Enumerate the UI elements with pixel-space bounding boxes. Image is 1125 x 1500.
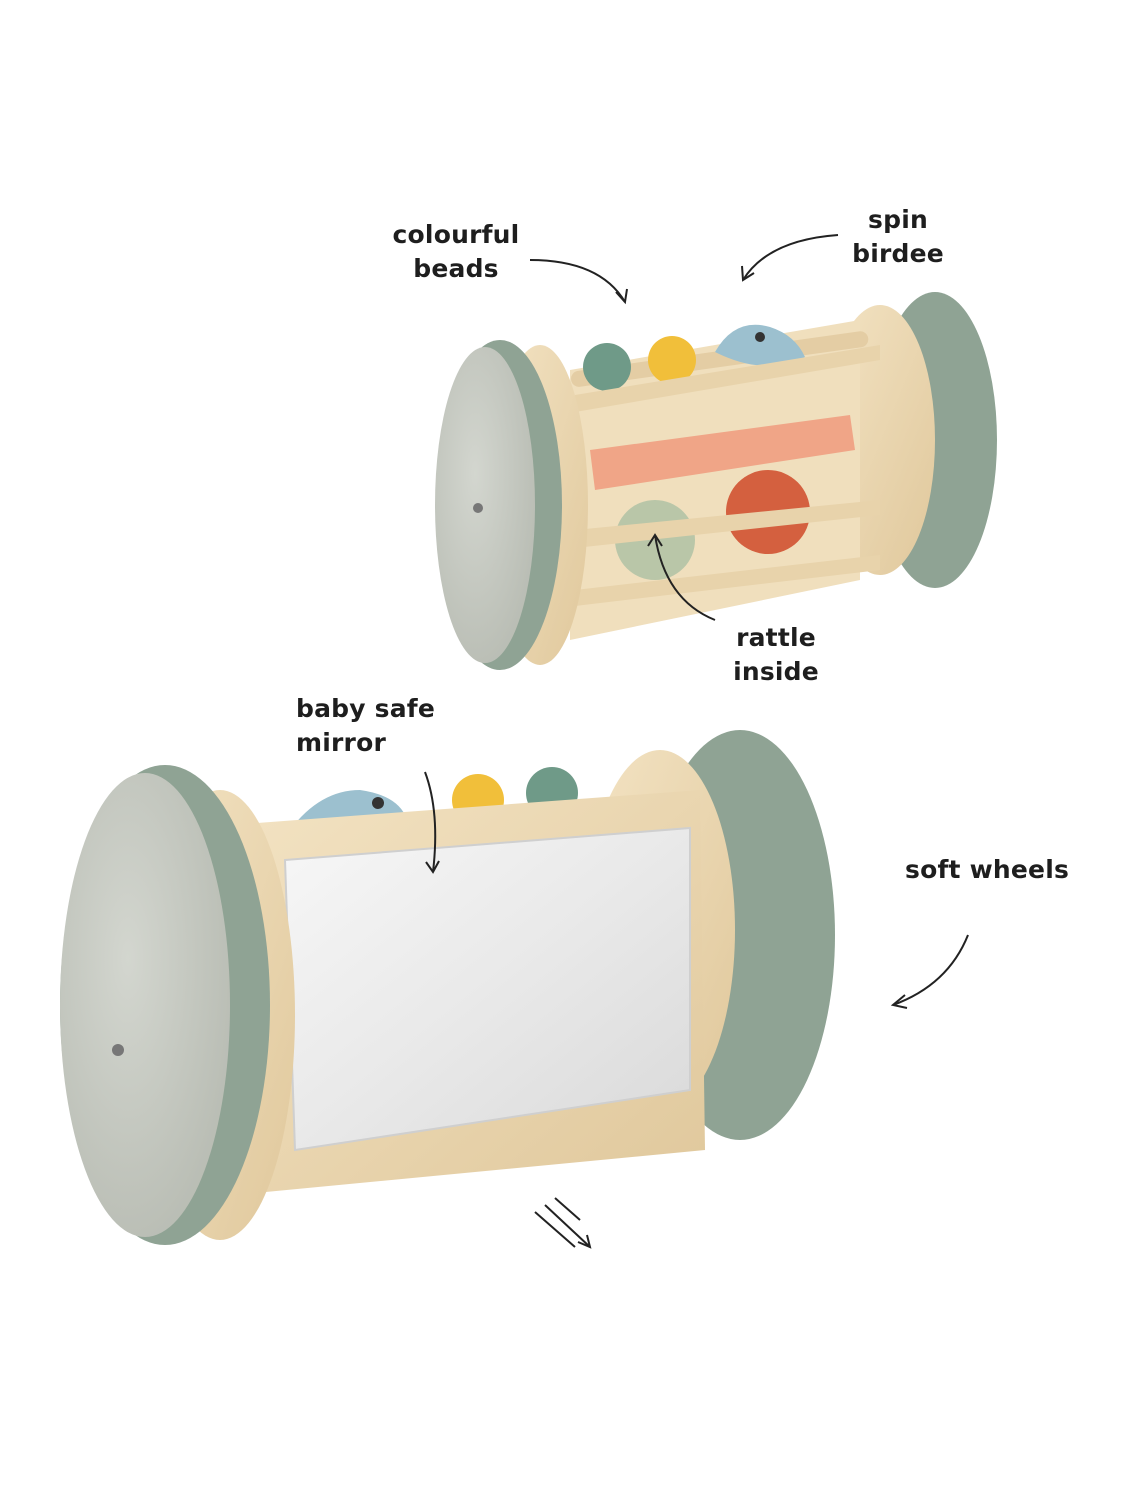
top-rattle-roller bbox=[435, 292, 997, 670]
label-line: birdee bbox=[852, 239, 944, 268]
arrow-baby-safe-mirror bbox=[424, 771, 437, 873]
label-line: mirror bbox=[296, 728, 386, 757]
bottom-mirror-roller bbox=[60, 730, 835, 1245]
label-line: spin bbox=[868, 205, 928, 234]
label-rattle-inside: rattle inside bbox=[728, 621, 824, 689]
arrow-colourful-beads bbox=[529, 259, 626, 303]
arrow-rattle-inside bbox=[654, 534, 716, 621]
bead-yellow bbox=[648, 336, 696, 384]
bead-green bbox=[583, 343, 631, 391]
arrow-spin-birdee bbox=[742, 234, 839, 281]
label-colourful-beads: colourful beads bbox=[392, 218, 520, 286]
annotation-arrows bbox=[424, 234, 969, 1249]
label-line: baby safe bbox=[296, 694, 436, 723]
bird-icon bbox=[715, 324, 805, 366]
label-line: beads bbox=[413, 254, 499, 283]
label-soft-wheels: soft wheels bbox=[905, 853, 1069, 887]
peach-rod bbox=[590, 415, 855, 490]
label-line: inside bbox=[733, 657, 819, 686]
arrow-soft-wheels bbox=[892, 934, 969, 1006]
label-line: colourful bbox=[392, 220, 520, 249]
label-line: soft wheels bbox=[905, 855, 1070, 884]
motion-lines-icon bbox=[534, 1197, 591, 1248]
label-baby-safe-mirror: baby safe mirror bbox=[296, 692, 435, 760]
label-line: rattle bbox=[736, 623, 816, 652]
label-spin-birdee: spin birdee bbox=[848, 203, 948, 271]
